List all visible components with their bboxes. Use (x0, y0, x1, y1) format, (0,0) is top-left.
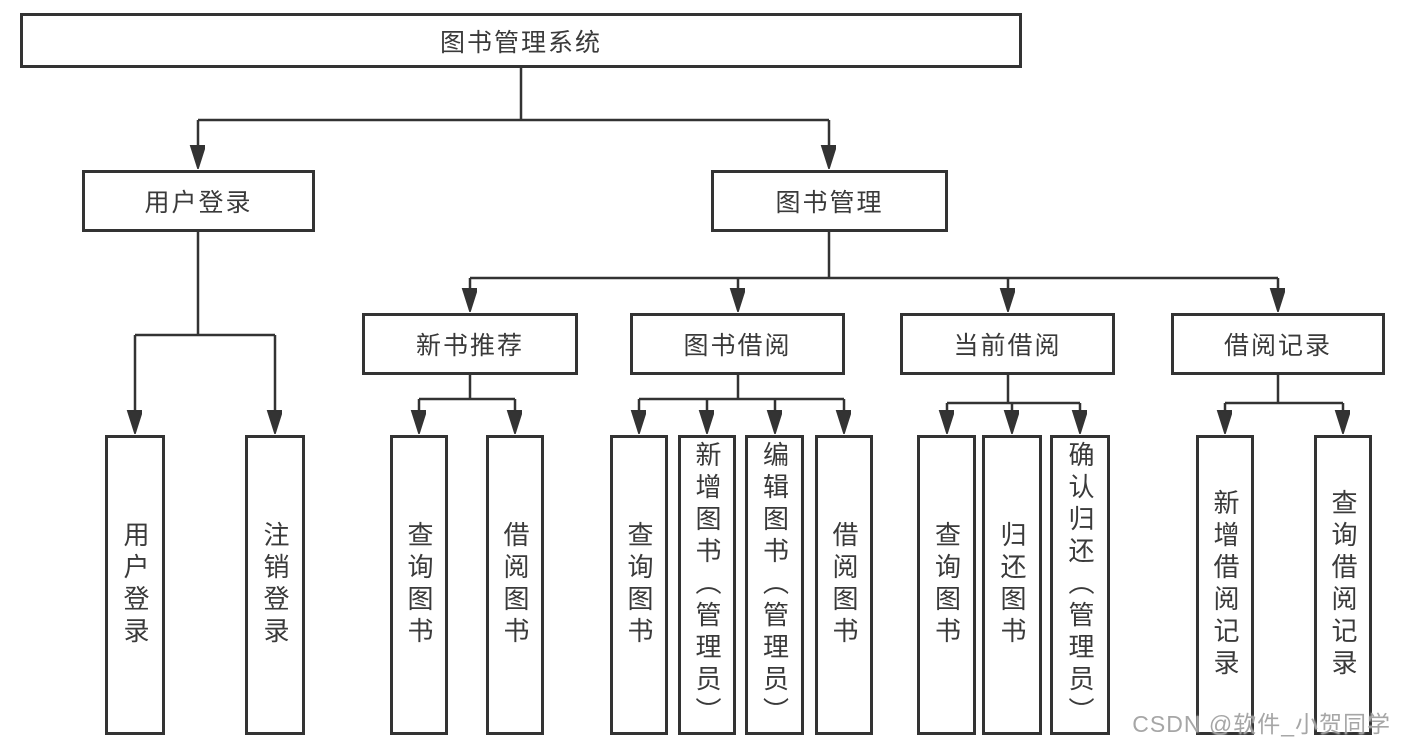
edges-borrow-records (1225, 375, 1343, 432)
edges-user-login (135, 232, 275, 432)
leaf-query-books-3: 查询图书 (917, 435, 976, 735)
node-label: 编辑图书（管理员） (759, 441, 790, 729)
edges-root (198, 68, 829, 167)
leaf-add-book-admin: 新增图书（管理员） (678, 435, 736, 735)
node-label: 图书管理 (775, 189, 884, 217)
node-label: 查询图书 (931, 521, 962, 649)
node-new-book-recommend: 新书推荐 (362, 313, 578, 375)
node-label: 用户登录 (120, 521, 150, 649)
leaf-borrow-books-1: 借阅图书 (486, 435, 544, 735)
edges-book-borrow (639, 375, 844, 432)
node-label: 查询借阅记录 (1328, 489, 1358, 681)
node-label: 图书借阅 (683, 332, 792, 360)
edges-current-borrow (947, 375, 1080, 432)
leaf-return-books: 归还图书 (982, 435, 1042, 735)
node-label: 新增借阅记录 (1210, 489, 1240, 681)
node-label: 借阅图书 (829, 521, 859, 649)
node-user-login-group: 用户登录 (82, 170, 315, 232)
edges-new-book-recommend (419, 375, 515, 432)
node-label: 查询图书 (404, 521, 434, 649)
edges-book-management (470, 232, 1278, 310)
node-label: 图书管理系统 (439, 28, 602, 57)
node-current-borrow: 当前借阅 (900, 313, 1115, 375)
node-label: 查询图书 (624, 521, 654, 649)
node-label: 借阅图书 (500, 521, 530, 649)
node-label: 新书推荐 (415, 332, 524, 360)
leaf-add-borrow-record: 新增借阅记录 (1196, 435, 1254, 735)
leaf-confirm-return-admin: 确认归还（管理员） (1050, 435, 1110, 735)
leaf-edit-book-admin: 编辑图书（管理员） (745, 435, 804, 735)
node-label: 注销登录 (260, 521, 290, 649)
node-label: 借阅记录 (1223, 332, 1332, 360)
node-book-management: 图书管理 (711, 170, 948, 232)
node-label: 归还图书 (997, 521, 1027, 649)
node-root: 图书管理系统 (20, 13, 1022, 68)
node-label: 当前借阅 (953, 332, 1062, 360)
node-label: 确认归还（管理员） (1065, 441, 1095, 729)
leaf-query-books-1: 查询图书 (390, 435, 448, 735)
node-label: 新增图书（管理员） (692, 441, 722, 729)
leaf-query-books-2: 查询图书 (610, 435, 668, 735)
node-borrow-records: 借阅记录 (1171, 313, 1385, 375)
leaf-logout: 注销登录 (245, 435, 305, 735)
leaf-borrow-books-2: 借阅图书 (815, 435, 873, 735)
node-book-borrow: 图书借阅 (630, 313, 845, 375)
leaf-query-borrow-record: 查询借阅记录 (1314, 435, 1372, 735)
node-label: 用户登录 (144, 189, 253, 217)
watermark: CSDN @软件_小贺同学 (1132, 711, 1391, 737)
leaf-user-login: 用户登录 (105, 435, 165, 735)
